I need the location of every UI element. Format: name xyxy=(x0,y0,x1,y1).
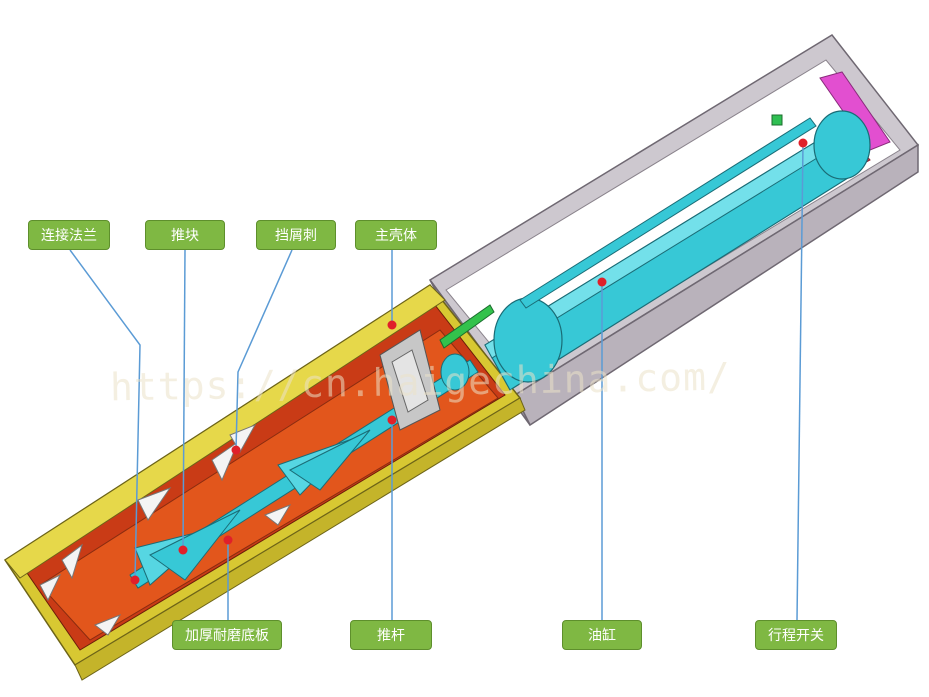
marker-oil-cylinder xyxy=(597,277,607,287)
marker-flange xyxy=(130,575,140,585)
leader-flange xyxy=(69,249,141,581)
label-chip-thorn: 挡屑刺 xyxy=(256,220,336,250)
leader-push-block xyxy=(182,249,186,551)
label-main-shell: 主壳体 xyxy=(355,220,437,250)
label-flange: 连接法兰 xyxy=(28,220,110,250)
marker-dots xyxy=(130,138,808,585)
marker-travel-switch xyxy=(798,138,808,148)
marker-main-shell xyxy=(387,320,397,330)
oil-cylinder xyxy=(439,110,871,391)
marker-bottom-plate xyxy=(223,535,233,545)
leader-travel-switch xyxy=(796,142,804,621)
label-push-block: 推块 xyxy=(145,220,225,250)
leader-chip-thorn xyxy=(235,249,293,451)
label-travel-switch: 行程开关 xyxy=(755,620,837,650)
label-oil-cylinder: 油缸 xyxy=(562,620,642,650)
marker-chip-thorn xyxy=(231,445,241,455)
label-push-rod: 推杆 xyxy=(350,620,432,650)
marker-push-block xyxy=(178,545,188,555)
leader-lines xyxy=(69,142,804,621)
marker-push-rod xyxy=(387,415,397,425)
label-bottom-plate: 加厚耐磨底板 xyxy=(172,620,282,650)
